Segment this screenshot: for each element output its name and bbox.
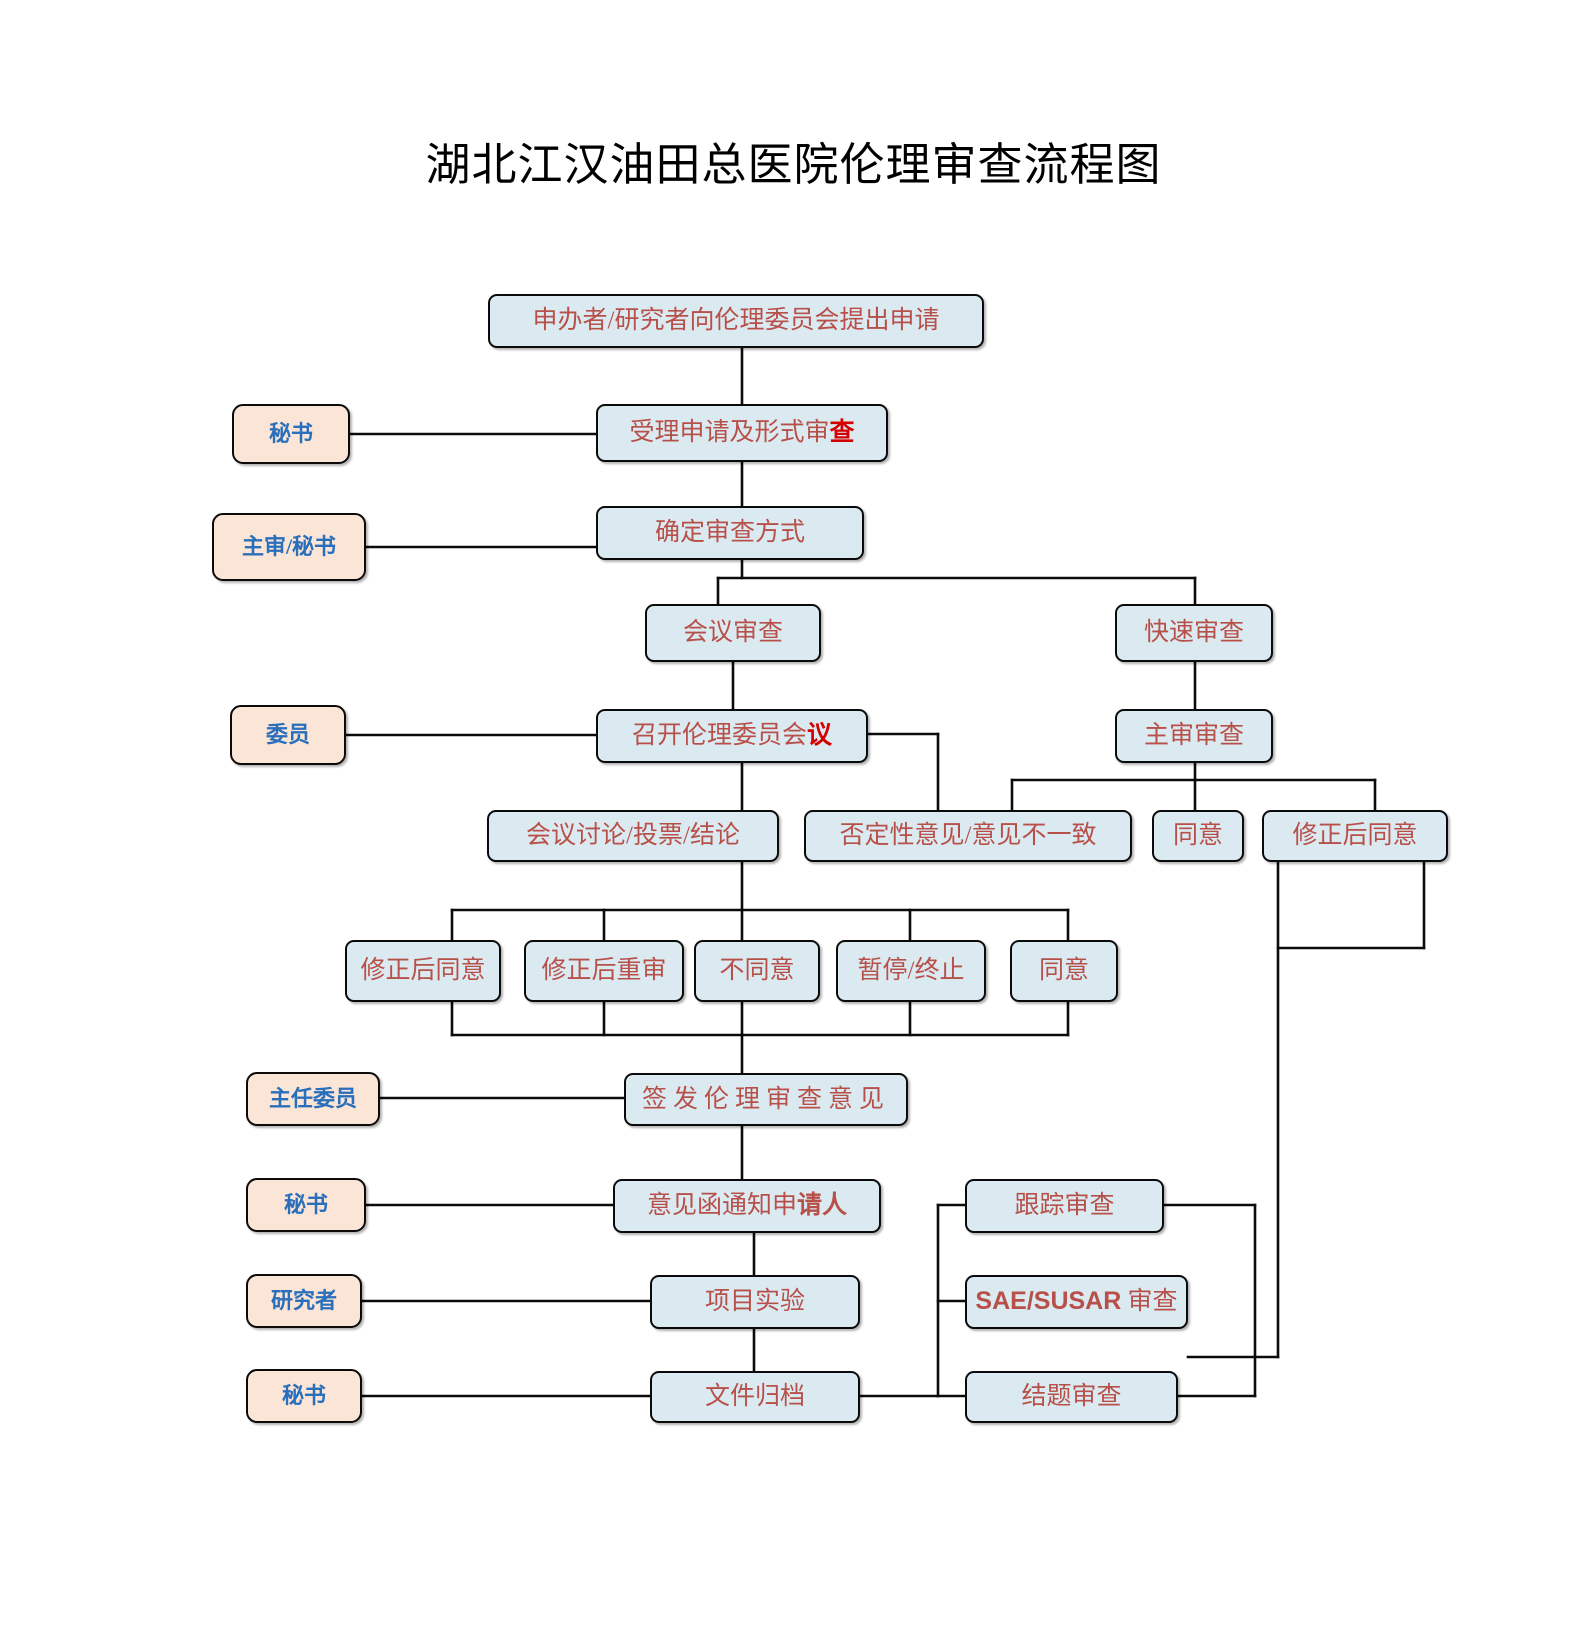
role-label: 研究者 (270, 1287, 337, 1313)
outcome-label: 不同意 (719, 957, 795, 985)
outcome-modified-rereview[interactable]: 修正后重审 (524, 940, 684, 1002)
step-application[interactable]: 申办者/研究者向伦理委员会提出申请 (488, 294, 984, 348)
step-label: 申办者/研究者向伦理委员会提出申请 (532, 307, 940, 335)
step-issue-ethics-opinion[interactable]: 签发伦理审查意见 (624, 1073, 908, 1126)
step-negative-opinion[interactable]: 否定性意见/意见不一致 (804, 810, 1132, 862)
step-decide-review-mode[interactable]: 确定审查方式 (596, 506, 864, 560)
step-express-modified-agree[interactable]: 修正后同意 (1262, 810, 1448, 862)
step-label: 召开伦理委员会议 (631, 722, 833, 750)
outcome-disagree[interactable]: 不同意 (694, 940, 820, 1002)
role-chief-secretary[interactable]: 主审/秘书 (212, 513, 366, 581)
outcome-label: 修正后同意 (360, 957, 486, 985)
step-label: 确定审查方式 (654, 519, 805, 547)
outcome-label: 暂停/终止 (857, 957, 965, 985)
step-convene-ethics-meeting[interactable]: 召开伦理委员会议 (596, 709, 868, 763)
outcome-suspend-terminate[interactable]: 暂停/终止 (836, 940, 986, 1002)
outcome-label: 修正后重审 (541, 957, 667, 985)
role-label: 主任委员 (268, 1085, 357, 1111)
step-label: 跟踪审查 (1014, 1192, 1115, 1220)
role-label: 主审/秘书 (241, 533, 337, 559)
step-file-archive[interactable]: 文件归档 (650, 1371, 860, 1423)
role-member[interactable]: 委员 (230, 705, 346, 765)
role-investigator[interactable]: 研究者 (246, 1274, 362, 1328)
role-secretary-1[interactable]: 秘书 (232, 404, 350, 464)
step-accept-formal-review[interactable]: 受理申请及形式审查 (596, 404, 888, 462)
step-label: 结题审查 (1021, 1383, 1122, 1411)
step-meeting-discussion[interactable]: 会议讨论/投票/结论 (487, 810, 779, 862)
step-project-trial[interactable]: 项目实验 (650, 1275, 860, 1329)
outcome-agree[interactable]: 同意 (1010, 940, 1118, 1002)
step-label: 主审审查 (1143, 722, 1244, 750)
step-label: SAE/SUSAR 审查 (975, 1287, 1178, 1316)
step-label: 项目实验 (704, 1288, 805, 1316)
step-label: 受理申请及形式审查 (629, 419, 855, 447)
step-sae-susar-review[interactable]: SAE/SUSAR 审查 (965, 1275, 1188, 1329)
step-express-review[interactable]: 快速审查 (1115, 604, 1273, 662)
step-label: 同意 (1172, 822, 1223, 850)
step-meeting-review[interactable]: 会议审查 (645, 604, 821, 662)
role-director-member[interactable]: 主任委员 (246, 1072, 380, 1126)
outcome-modified-agree[interactable]: 修正后同意 (345, 940, 501, 1002)
role-secretary-2[interactable]: 秘书 (246, 1178, 366, 1232)
step-express-agree[interactable]: 同意 (1152, 810, 1244, 862)
step-label: 会议讨论/投票/结论 (526, 822, 740, 850)
role-label: 委员 (265, 721, 310, 747)
step-label: 签发伦理审查意见 (641, 1085, 890, 1113)
step-notify-applicant[interactable]: 意见函通知申请人 (613, 1179, 881, 1233)
role-label: 秘书 (281, 1382, 326, 1408)
step-chief-review[interactable]: 主审审查 (1115, 709, 1273, 763)
role-label: 秘书 (283, 1191, 328, 1217)
step-label: 修正后同意 (1292, 822, 1418, 850)
step-label: 快速审查 (1143, 619, 1244, 647)
step-label: 意见函通知申请人 (646, 1192, 848, 1220)
step-followup-review[interactable]: 跟踪审查 (965, 1179, 1164, 1233)
outcome-label: 同意 (1038, 957, 1089, 985)
step-label: 文件归档 (704, 1383, 805, 1411)
role-label: 秘书 (268, 420, 313, 446)
role-secretary-3[interactable]: 秘书 (246, 1369, 362, 1423)
step-label: 会议审查 (682, 619, 783, 647)
step-label: 否定性意见/意见不一致 (839, 822, 1097, 850)
step-closure-review[interactable]: 结题审查 (965, 1371, 1178, 1423)
page-title: 湖北江汉油田总医院伦理审查流程图 (425, 140, 1162, 190)
